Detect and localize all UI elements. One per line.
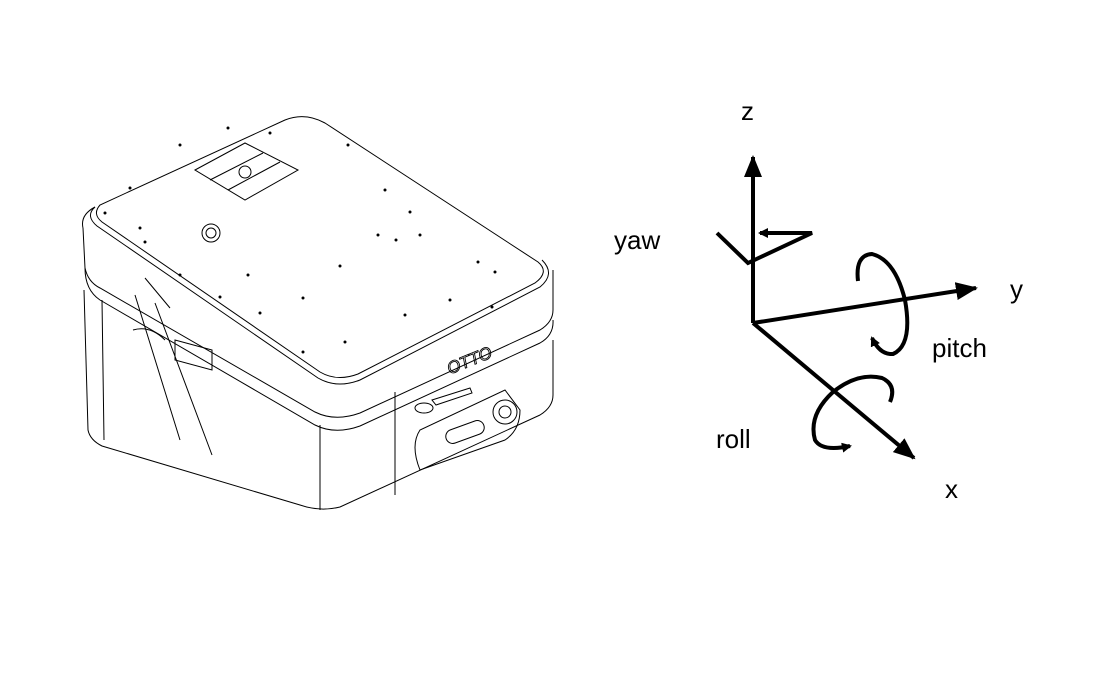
pitch-label: pitch	[932, 333, 987, 363]
z-axis-label: z	[741, 96, 754, 126]
roll-label: roll	[716, 424, 751, 454]
robot-logo: OTTO	[444, 343, 495, 378]
yaw-label: yaw	[614, 225, 660, 255]
robot-side-panel	[414, 389, 521, 471]
roll-rotation-arrow	[811, 374, 895, 453]
axes-diagram	[715, 155, 978, 460]
yaw-rotation-arrow	[715, 228, 813, 266]
y-axis-arrow	[752, 282, 978, 325]
pitch-rotation-arrow	[855, 251, 910, 357]
robot-top-plate	[96, 116, 544, 378]
robot-screw-holes	[103, 126, 497, 354]
robot-top-hatch	[193, 142, 300, 201]
y-axis-label: y	[1010, 274, 1023, 304]
robot-drawing: OTTO	[82, 116, 554, 510]
x-axis-label: x	[945, 474, 958, 504]
